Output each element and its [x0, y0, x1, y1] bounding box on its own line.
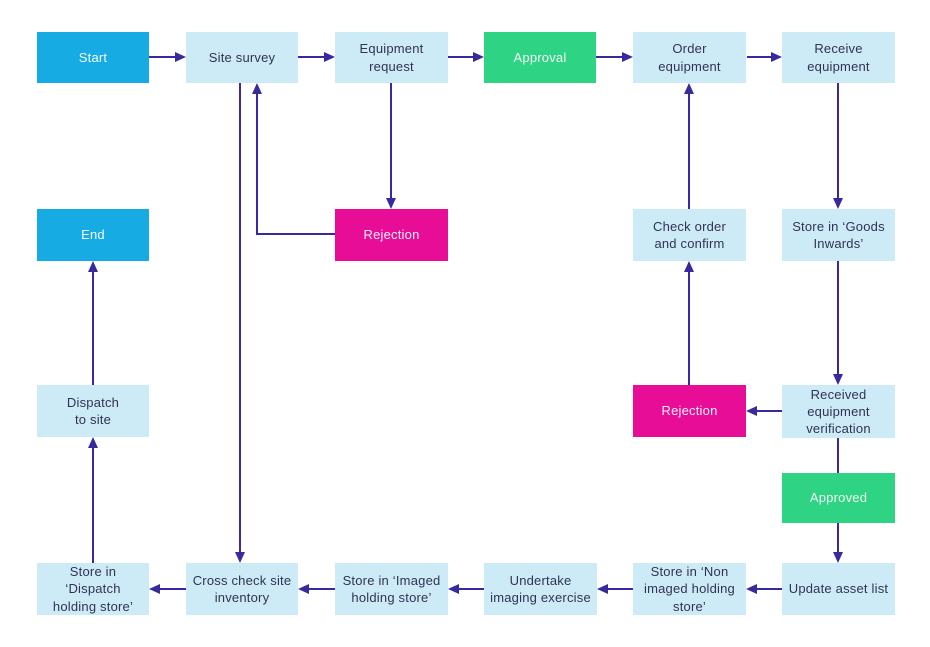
node-label: Cross check site inventory	[192, 572, 292, 605]
node-approved: Approved	[782, 473, 895, 523]
node-label: Approved	[809, 490, 868, 506]
node-rejection-request: Rejection	[335, 209, 448, 261]
node-label: Store in ‘Dispatch holding store’	[52, 564, 134, 614]
node-label: Order equipment	[658, 41, 721, 74]
node-check-order: Check order and confirm	[633, 209, 746, 261]
node-label: Update asset list	[788, 581, 889, 597]
node-label: Undertake imaging exercise	[490, 572, 591, 605]
node-non-imaged-store: Store in ‘Non imaged holding store’	[633, 563, 746, 615]
node-label: Rejection	[363, 227, 420, 243]
node-dispatch-store: Store in ‘Dispatch holding store’	[37, 563, 149, 615]
node-label: Equipment request	[359, 41, 424, 74]
node-site-survey: Site survey	[186, 32, 298, 83]
node-label: Start	[78, 49, 108, 65]
node-label: Receive equipment	[807, 41, 870, 74]
node-label: End	[81, 227, 105, 243]
node-label: Dispatch to site	[66, 394, 120, 427]
node-update-asset: Update asset list	[782, 563, 895, 615]
node-label: Store in ‘Goods Inwards’	[792, 218, 885, 251]
node-approval: Approval	[484, 32, 596, 83]
node-rejection-order: Rejection	[633, 385, 746, 437]
node-imaged-store: Store in ‘Imaged holding store’	[335, 563, 448, 615]
node-end: End	[37, 209, 149, 261]
node-label: Rejection	[661, 403, 718, 419]
node-label: Store in ‘Non imaged holding store’	[644, 564, 735, 614]
node-label: Site survey	[208, 49, 276, 65]
node-equipment-request: Equipment request	[335, 32, 448, 83]
node-goods-inwards: Store in ‘Goods Inwards’	[782, 209, 895, 261]
node-cross-check: Cross check site inventory	[186, 563, 298, 615]
node-label: Store in ‘Imaged holding store’	[342, 572, 441, 605]
node-order-equipment: Order equipment	[633, 32, 746, 83]
node-label: Check order and confirm	[652, 218, 726, 251]
node-receive-equipment: Receive equipment	[782, 32, 895, 83]
node-start: Start	[37, 32, 149, 83]
node-received-verification: Received equipment verification	[782, 385, 895, 438]
node-label: Received equipment verification	[806, 386, 871, 437]
node-undertake-imaging: Undertake imaging exercise	[484, 563, 597, 615]
node-label: Approval	[513, 49, 567, 65]
connector-rejection-to-site-survey	[252, 83, 335, 235]
node-dispatch-to-site: Dispatch to site	[37, 385, 149, 437]
